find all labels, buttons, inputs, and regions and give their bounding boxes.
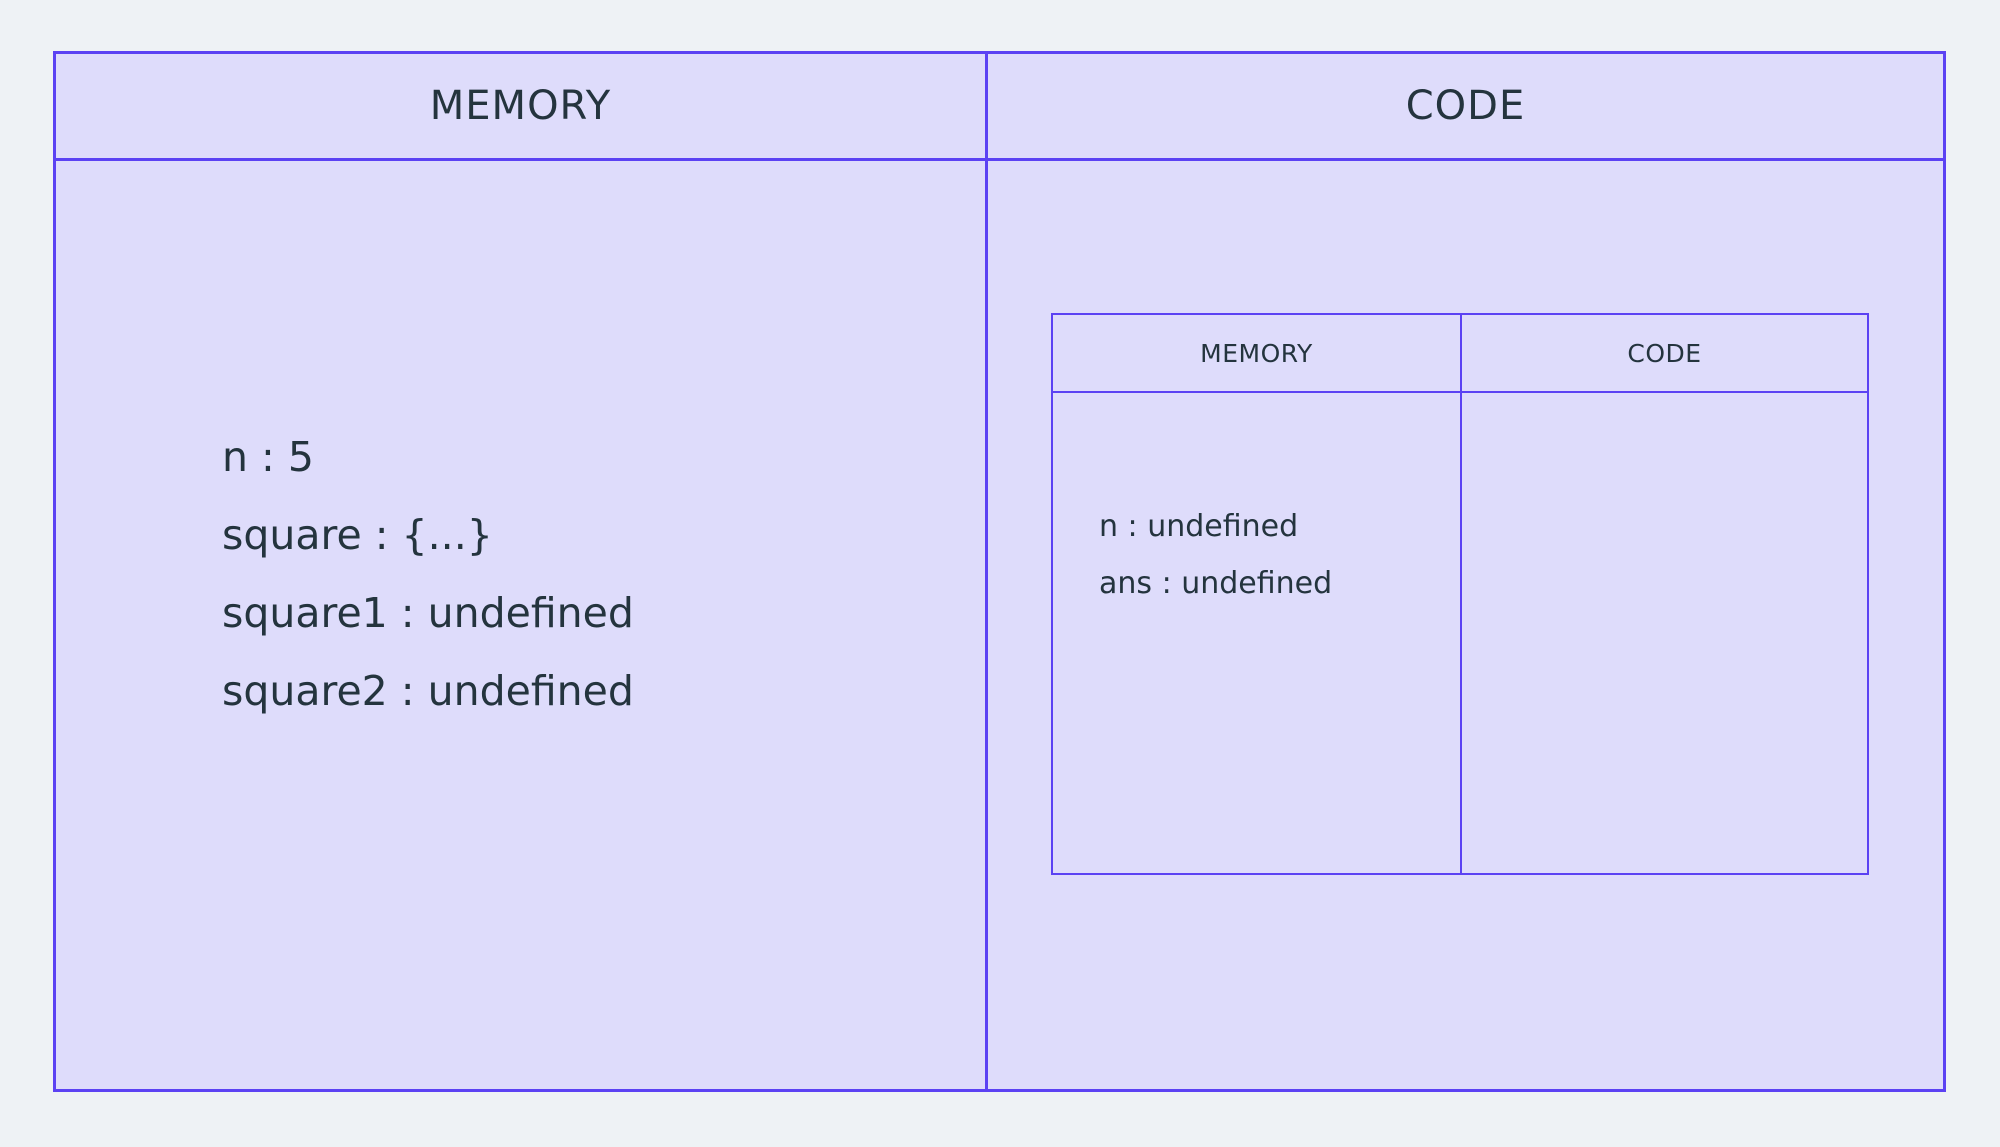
outer-body-row: n : 5 square : {...} square1 : undefined…: [56, 161, 1943, 1089]
inner-header-row: MEMORY CODE: [1053, 315, 1867, 393]
outer-code-header-label: CODE: [1405, 83, 1526, 129]
memory-entry: square : {...}: [222, 511, 493, 559]
inner-code-header-label: CODE: [1627, 338, 1702, 368]
inner-memory-entry: n : undefined: [1099, 509, 1299, 544]
outer-code-pane: MEMORY CODE n : undefined ans : undefine…: [988, 161, 1943, 1089]
memory-entry: square1 : undefined: [222, 589, 634, 637]
inner-memory-header-label: MEMORY: [1200, 338, 1313, 368]
inner-memory-pane: n : undefined ans : undefined: [1053, 393, 1462, 873]
inner-code-pane: [1462, 393, 1867, 873]
inner-memory-variable-list: n : undefined ans : undefined: [1099, 498, 1332, 612]
execution-context-diagram: MEMORY CODE n : 5 square : {...} square1…: [53, 51, 1946, 1092]
inner-memory-header-cell: MEMORY: [1053, 315, 1462, 391]
outer-memory-pane: n : 5 square : {...} square1 : undefined…: [56, 161, 988, 1089]
inner-execution-context-box: MEMORY CODE n : undefined ans : undefine…: [1051, 313, 1869, 875]
memory-entry: square2 : undefined: [222, 667, 634, 715]
outer-memory-header-cell: MEMORY: [56, 54, 988, 158]
inner-memory-entry: ans : undefined: [1099, 566, 1333, 601]
outer-header-row: MEMORY CODE: [56, 54, 1943, 161]
outer-code-header-cell: CODE: [988, 54, 1943, 158]
inner-code-header-cell: CODE: [1462, 315, 1867, 391]
memory-entry: n : 5: [222, 433, 314, 481]
inner-body-row: n : undefined ans : undefined: [1053, 393, 1867, 873]
outer-memory-variable-list: n : 5 square : {...} square1 : undefined…: [222, 418, 634, 730]
outer-memory-header-label: MEMORY: [429, 83, 612, 129]
